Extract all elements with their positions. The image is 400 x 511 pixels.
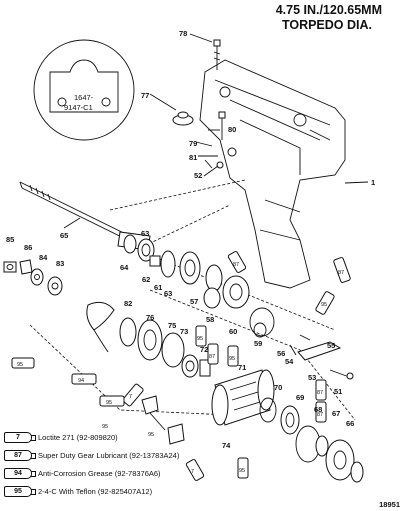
tube-code-6: 95: [229, 356, 235, 362]
inset-detail: 1647- 9147-C1: [33, 39, 135, 141]
tube-code-16: 95: [148, 432, 154, 438]
callout-72: 72: [200, 345, 208, 354]
tube-code-12: 95: [197, 336, 203, 342]
callout-62: 62: [142, 275, 150, 284]
parts-70-66: [259, 397, 364, 483]
tube-code-labels: 87 87 95 7 94 95 87 87 95 7 95 95 95 87 …: [17, 262, 344, 475]
callout-67: 67: [332, 409, 340, 418]
callout-56: 56: [277, 349, 285, 358]
retainer-clips: [141, 395, 185, 445]
leader-lines: [63, 33, 369, 229]
lubricant-tubes: [11, 251, 351, 481]
callout-51: 51: [334, 387, 342, 396]
tube-code-5: 94: [78, 378, 84, 384]
legend-text: Anti-Corrosion Grease (92-78376A6): [38, 469, 161, 478]
tube-icon: 87: [4, 450, 36, 461]
callout-66: 66: [346, 419, 354, 428]
tube-icon: 7: [4, 432, 36, 443]
propeller-fragment: [86, 301, 115, 353]
guide-line-4: [29, 324, 231, 416]
callout-54: 54: [285, 357, 294, 366]
callout-52: 52: [194, 171, 202, 180]
legend-text: Loctite 271 (92-809820): [38, 433, 118, 442]
callout-69: 69: [296, 393, 304, 402]
gear-housing: [199, 59, 346, 289]
callout-63a: 63: [141, 229, 149, 238]
callout-61: 61: [154, 283, 162, 292]
legend-text: Super Duty Gear Lubricant (92-13783A24): [38, 451, 180, 460]
callout-77: 77: [141, 91, 149, 100]
callout-57: 57: [190, 297, 198, 306]
callout-86: 86: [24, 243, 32, 252]
legend-row: 95 2-4-C With Teflon (92-825407A12): [4, 484, 264, 499]
figure-number: 18951: [379, 500, 400, 509]
callout-85: 85: [6, 235, 14, 244]
callout-1: 1: [371, 178, 375, 187]
callout-75: 75: [168, 321, 176, 330]
callout-63b: 63: [164, 289, 172, 298]
bearing-carrier-71: [211, 369, 275, 426]
small-parts-79-81: [204, 111, 237, 169]
callout-79: 79: [189, 139, 197, 148]
bolt-78: [213, 39, 221, 70]
callout-81: 81: [189, 153, 197, 162]
shift-parts: [289, 334, 354, 380]
callout-83: 83: [56, 259, 64, 268]
tube-code-3: 95: [321, 302, 327, 308]
inset-label-line2: 9147-C1: [64, 103, 93, 112]
callout-64: 64: [120, 263, 129, 272]
torpedo-diameter-subtitle: TORPEDO DIA.: [281, 18, 372, 32]
callout-68: 68: [314, 405, 322, 414]
tube-code-15: 95: [102, 424, 108, 430]
tube-icon: 94: [4, 468, 36, 479]
torpedo-diameter-title: 4.75 IN./120.65MM: [275, 3, 382, 17]
part-number-callouts: 78 77 80 79 81 52 1 85 86 84 83 65 63 64…: [6, 29, 375, 450]
tube-code-8: 87: [317, 412, 323, 418]
legend-row: 87 Super Duty Gear Lubricant (92-13783A2…: [4, 448, 264, 463]
tube-code-13: 95: [17, 362, 23, 368]
tube-code-10: 7: [191, 469, 194, 475]
callout-53: 53: [308, 373, 316, 382]
tube-code-11: 95: [106, 400, 112, 406]
cover-77: [172, 111, 194, 126]
tube-code-14: 87: [209, 354, 215, 360]
tube-code-4: 7: [129, 394, 132, 400]
parts-85-86-84-83: [3, 259, 63, 296]
tube-code-9: 95: [239, 468, 245, 474]
callout-58: 58: [206, 315, 214, 324]
callout-80: 80: [228, 125, 236, 134]
callout-59: 59: [254, 339, 262, 348]
guide-line-5: [149, 289, 356, 421]
guide-line-3: [149, 254, 336, 331]
inset-label-line1: 1647-: [74, 93, 94, 102]
callout-71: 71: [238, 363, 246, 372]
tube-code-7: 87: [317, 390, 323, 396]
callout-65: 65: [60, 231, 68, 240]
reverse-gear-assembly: [119, 317, 211, 378]
tube-code-2: 87: [233, 262, 239, 268]
guide-line-2: [139, 204, 231, 249]
callout-74: 74: [222, 441, 231, 450]
callout-55: 55: [327, 341, 335, 350]
callout-73: 73: [180, 327, 188, 336]
legend-row: 7 Loctite 271 (92-809820): [4, 430, 264, 445]
tube-icon: 95: [4, 486, 36, 497]
legend-row: 94 Anti-Corrosion Grease (92-78376A6): [4, 466, 264, 481]
callout-78: 78: [179, 29, 187, 38]
forward-gear-assembly: [123, 234, 275, 338]
callout-76: 76: [146, 313, 154, 322]
lubricant-legend: 7 Loctite 271 (92-809820) 87 Super Duty …: [4, 430, 264, 502]
guide-line-1: [109, 179, 246, 211]
tube-code-1: 87: [338, 270, 344, 276]
callout-82: 82: [124, 299, 132, 308]
legend-text: 2-4-C With Teflon (92-825407A12): [38, 487, 153, 496]
callout-84: 84: [39, 253, 48, 262]
callout-70: 70: [274, 383, 282, 392]
callout-60: 60: [229, 327, 237, 336]
